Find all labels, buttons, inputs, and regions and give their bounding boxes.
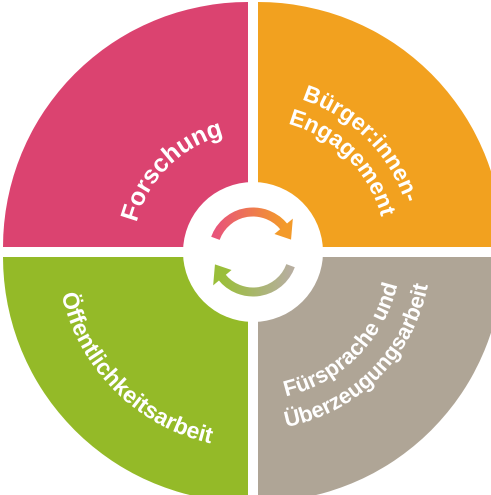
arrow-bottom-head (213, 264, 232, 286)
quadrant-citizen-engagement (258, 2, 491, 247)
cycle-arrows-icon (211, 207, 295, 297)
arrow-top-arc (211, 207, 289, 241)
quadrant-advocacy (258, 257, 491, 495)
arrow-bottom-arc (217, 263, 295, 297)
center-hub (183, 182, 323, 322)
quadrant-research (3, 2, 248, 247)
quadrant-public-relations (3, 257, 248, 495)
arrow-top-head (274, 218, 293, 240)
